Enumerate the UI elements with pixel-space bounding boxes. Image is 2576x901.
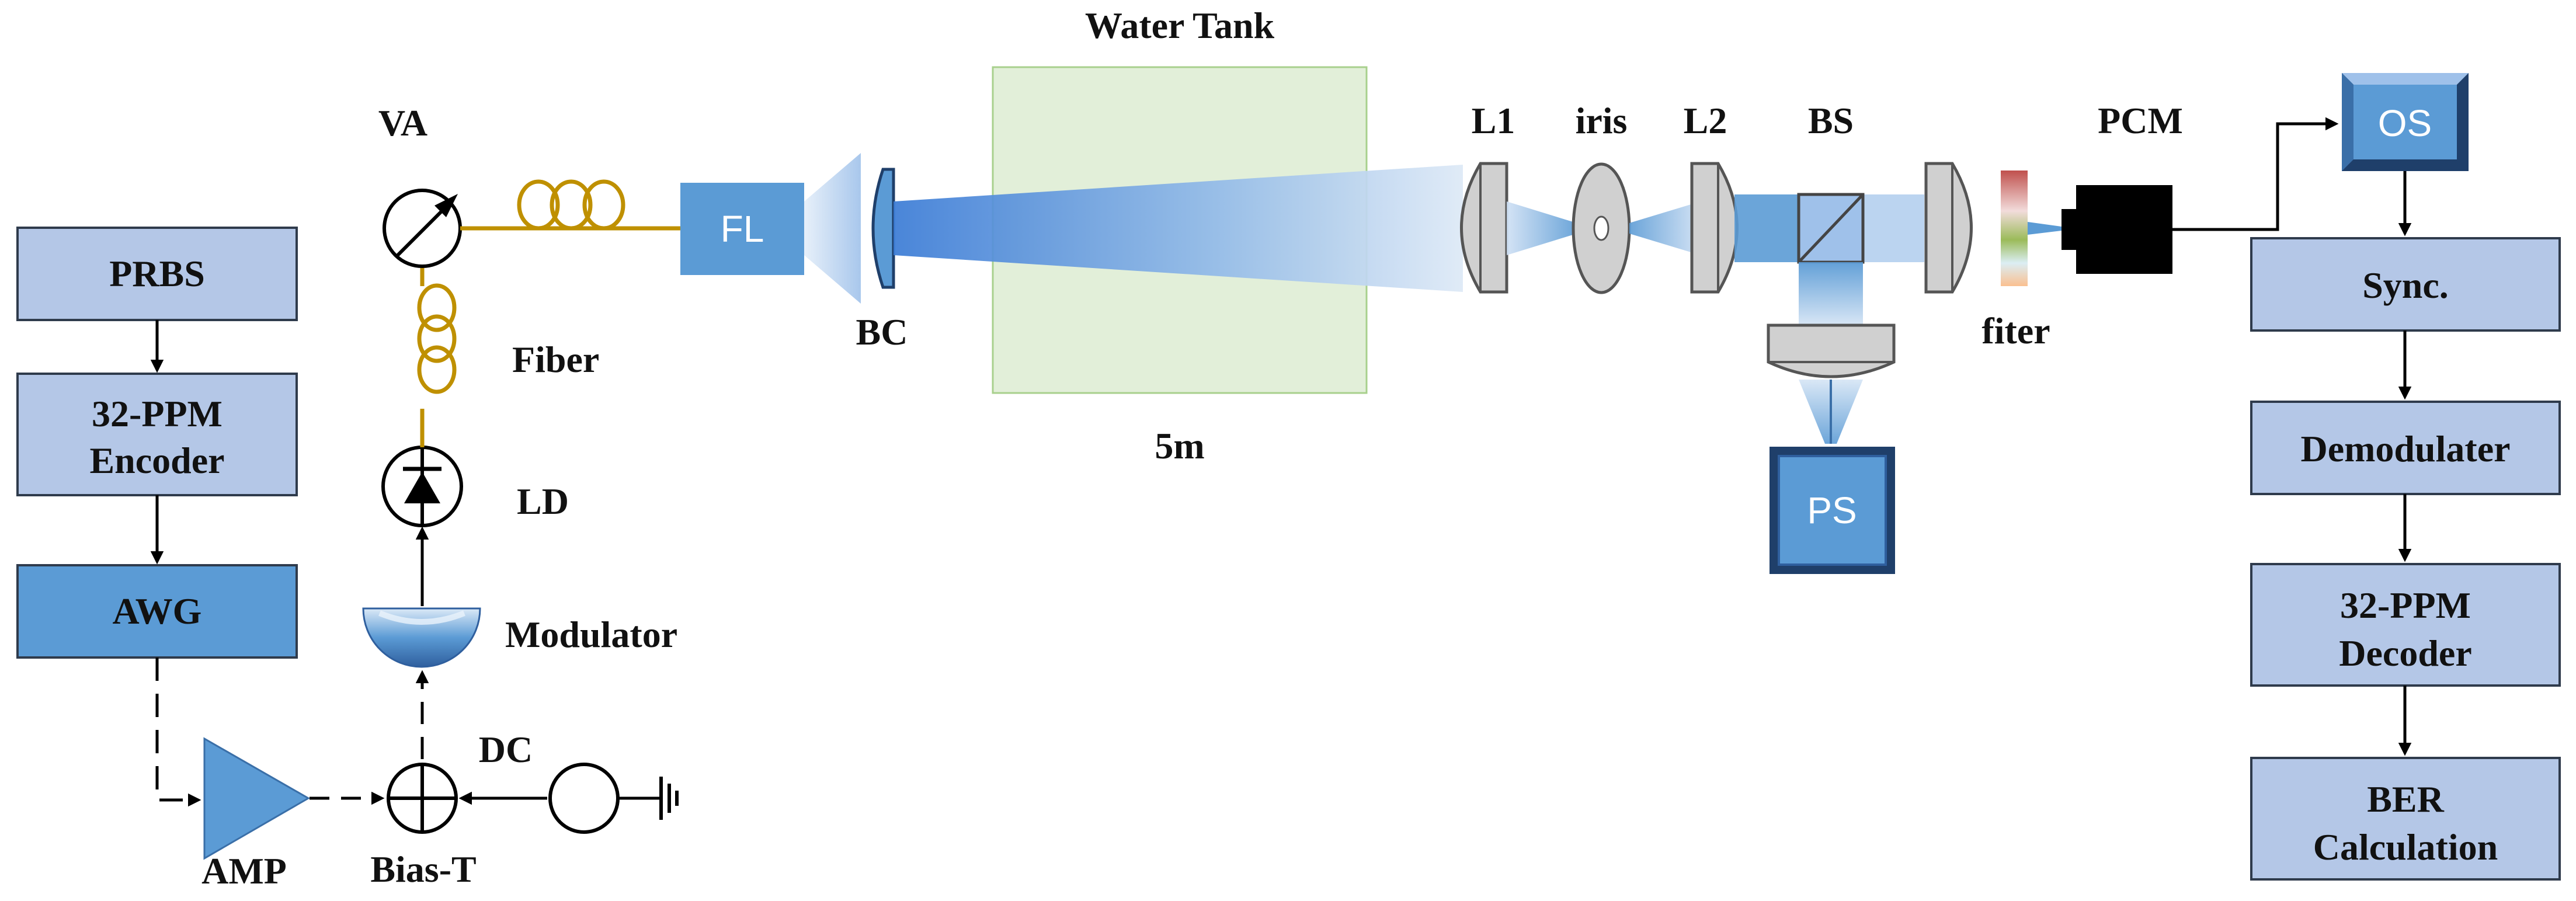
l2-lens <box>1690 162 1739 294</box>
beam-l1-iris <box>1507 201 1577 255</box>
demod-box <box>2250 401 2561 495</box>
sync-label: Sync. <box>2362 265 2449 306</box>
dc-label: DC <box>479 729 533 770</box>
beam-fl-bc <box>804 153 861 304</box>
distance-label: 5m <box>1155 425 1204 467</box>
fl-box <box>680 183 804 275</box>
beam-bs-l3 <box>1863 194 1924 262</box>
bs-label: BS <box>1808 100 1854 141</box>
ps-box-inner <box>1778 455 1887 566</box>
fl-label: FL <box>721 208 764 250</box>
ps-label: PS <box>1807 489 1857 531</box>
right-lens <box>1924 162 1973 294</box>
fiber-horizontal-coil <box>517 179 625 231</box>
water-tank-label: Water Tank <box>1085 5 1275 46</box>
va-arrowhead <box>434 194 458 217</box>
decoder-label-line1: 32-PPM <box>2340 585 2471 626</box>
os-box-face <box>2353 85 2457 159</box>
main-beam <box>894 165 1463 292</box>
decoder-box <box>2250 563 2561 687</box>
ber-box <box>2250 757 2561 881</box>
dashed-awg-amp <box>155 658 201 807</box>
modulator-highlight <box>378 610 465 625</box>
awg-box <box>16 564 298 659</box>
ld-label: LD <box>517 481 569 522</box>
os-bevel-top <box>2342 73 2469 85</box>
encoder-box <box>16 373 298 496</box>
decoder-label-line2: Decoder <box>2339 632 2471 674</box>
line-pcm-os <box>2172 117 2339 231</box>
modulator-shape <box>362 607 481 668</box>
beam-filter-pcm <box>2028 222 2062 235</box>
fiber-label: Fiber <box>512 339 599 380</box>
amp-triangle <box>203 737 311 860</box>
beam-iris-l2 <box>1629 201 1701 255</box>
iris-aperture <box>1593 215 1609 241</box>
encoder-label-line1: 32-PPM <box>92 393 223 434</box>
fiber-vertical-coil <box>417 283 457 394</box>
encoder-label-line2: Encoder <box>89 440 224 481</box>
bc-label: BC <box>856 311 908 353</box>
ber-label-line1: BER <box>2367 778 2444 820</box>
l1-lens <box>1460 162 1508 294</box>
lower-lens <box>1767 323 1896 378</box>
prbs-label: PRBS <box>109 253 205 294</box>
sync-box <box>2250 237 2561 332</box>
l1-label: L1 <box>1472 100 1515 141</box>
pcm-body <box>2076 185 2172 274</box>
filter-label: fiter <box>1981 310 2050 352</box>
demod-label: Demodulater <box>2300 428 2510 469</box>
modulator-label: Modulator <box>505 614 677 655</box>
os-bevel-left <box>2342 73 2353 171</box>
l2-label: L2 <box>1684 100 1727 141</box>
bias-t-label: Bias-T <box>370 848 476 890</box>
bc-lens <box>871 168 895 289</box>
amp-label: AMP <box>201 850 287 892</box>
ber-label-line2: Calculation <box>2313 826 2498 868</box>
ld-diode-triangle <box>404 472 440 503</box>
dc-source-symbol <box>548 763 620 834</box>
pcm-nose <box>2062 209 2079 250</box>
bs-diagonal <box>1798 193 1864 263</box>
beam-l2-bs <box>1734 194 1799 262</box>
filter-element <box>2001 171 2028 286</box>
pcm-label: PCM <box>2098 100 2183 141</box>
awg-label: AWG <box>113 590 202 632</box>
os-label: OS <box>2378 102 2432 144</box>
iris-label: iris <box>1576 100 1628 141</box>
beam-bs-down <box>1799 262 1863 325</box>
va-label: VA <box>378 102 427 144</box>
prbs-box <box>16 227 298 321</box>
